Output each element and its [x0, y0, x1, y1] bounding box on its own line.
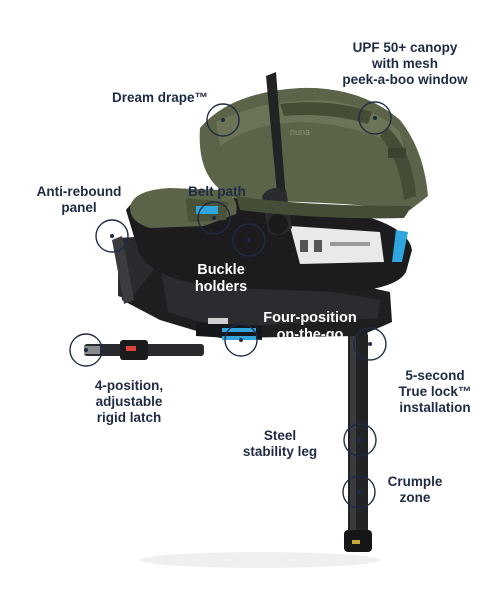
callout-drape-ring [206, 103, 240, 137]
callout-crumple-zone-label: Crumple zone [387, 474, 443, 505]
callout-canopy-label: UPF 50+ canopy with mesh peek-a-boo wind… [342, 40, 468, 87]
callout-buckle-holders-label: Buckle holders [194, 262, 248, 295]
rigid-latch [84, 340, 204, 360]
callout-leg-ring [343, 423, 377, 457]
callout-latch-label: 4-position, adjustable rigid latch [94, 378, 164, 425]
canopy-rim [236, 196, 412, 219]
canopy: nuna [199, 87, 428, 210]
callout-latch-ring [69, 333, 103, 367]
callout-belt-path-label: Belt path [188, 184, 246, 199]
callout-crumple-ring [342, 475, 376, 509]
stability-leg [344, 330, 372, 552]
callout-trulock-ring [353, 327, 387, 361]
callout-true-lock-label: 5-second True lock™ installation [398, 368, 472, 415]
floor-shadow [140, 552, 380, 568]
callout-anti-rebound-label: Anti-rebound panel [36, 184, 122, 215]
callout-canopy-ring [358, 101, 392, 135]
callout-rings [69, 101, 392, 509]
seat-fabric [130, 188, 237, 228]
callout-stability-leg-label: Steel stability leg [242, 428, 318, 459]
callout-recline-ring [224, 323, 258, 357]
callout-dream-drape-label: Dream drape™ [111, 90, 209, 105]
recline-indicator [222, 328, 256, 332]
callout-buckle-ring [232, 223, 266, 257]
belt-path-guide [196, 206, 218, 214]
callout-belt-ring [197, 201, 231, 235]
brand-logo: nuna [290, 127, 310, 137]
callout-rebound-ring [95, 219, 129, 253]
callout-recline-label: Four-position on-the-go recline [263, 310, 357, 360]
